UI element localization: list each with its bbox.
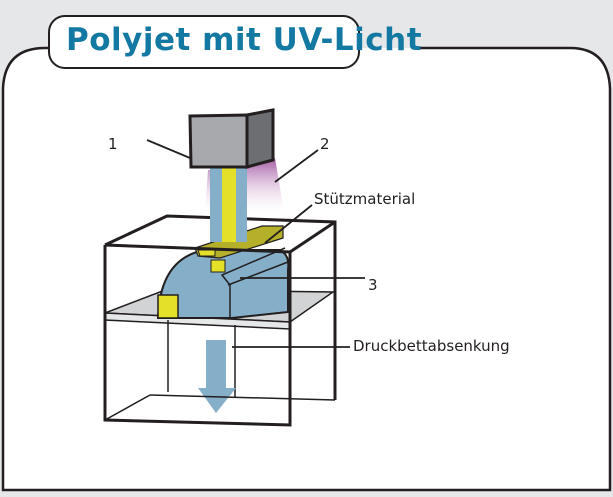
frame-border [1,46,612,492]
down-arrow-icon [198,340,236,413]
support-foot [157,294,179,319]
title-box [48,15,360,69]
leader-lines [146,139,365,348]
label-print-head: 1 [108,135,118,153]
print-head [188,113,249,169]
label-uv-light: 2 [320,135,330,153]
print-head-side [245,108,275,169]
page-title: Polyjet mit UV-Licht [66,22,423,58]
label-bed-lowering: Druckbettabsenkung [353,337,510,355]
support-block [210,259,226,273]
box-back [104,214,337,400]
label-support-material: Stützmaterial [314,190,416,208]
box-front [103,243,292,427]
jet-support-stream [222,167,236,242]
label-part: 3 [368,276,378,294]
uv-light [247,158,284,212]
